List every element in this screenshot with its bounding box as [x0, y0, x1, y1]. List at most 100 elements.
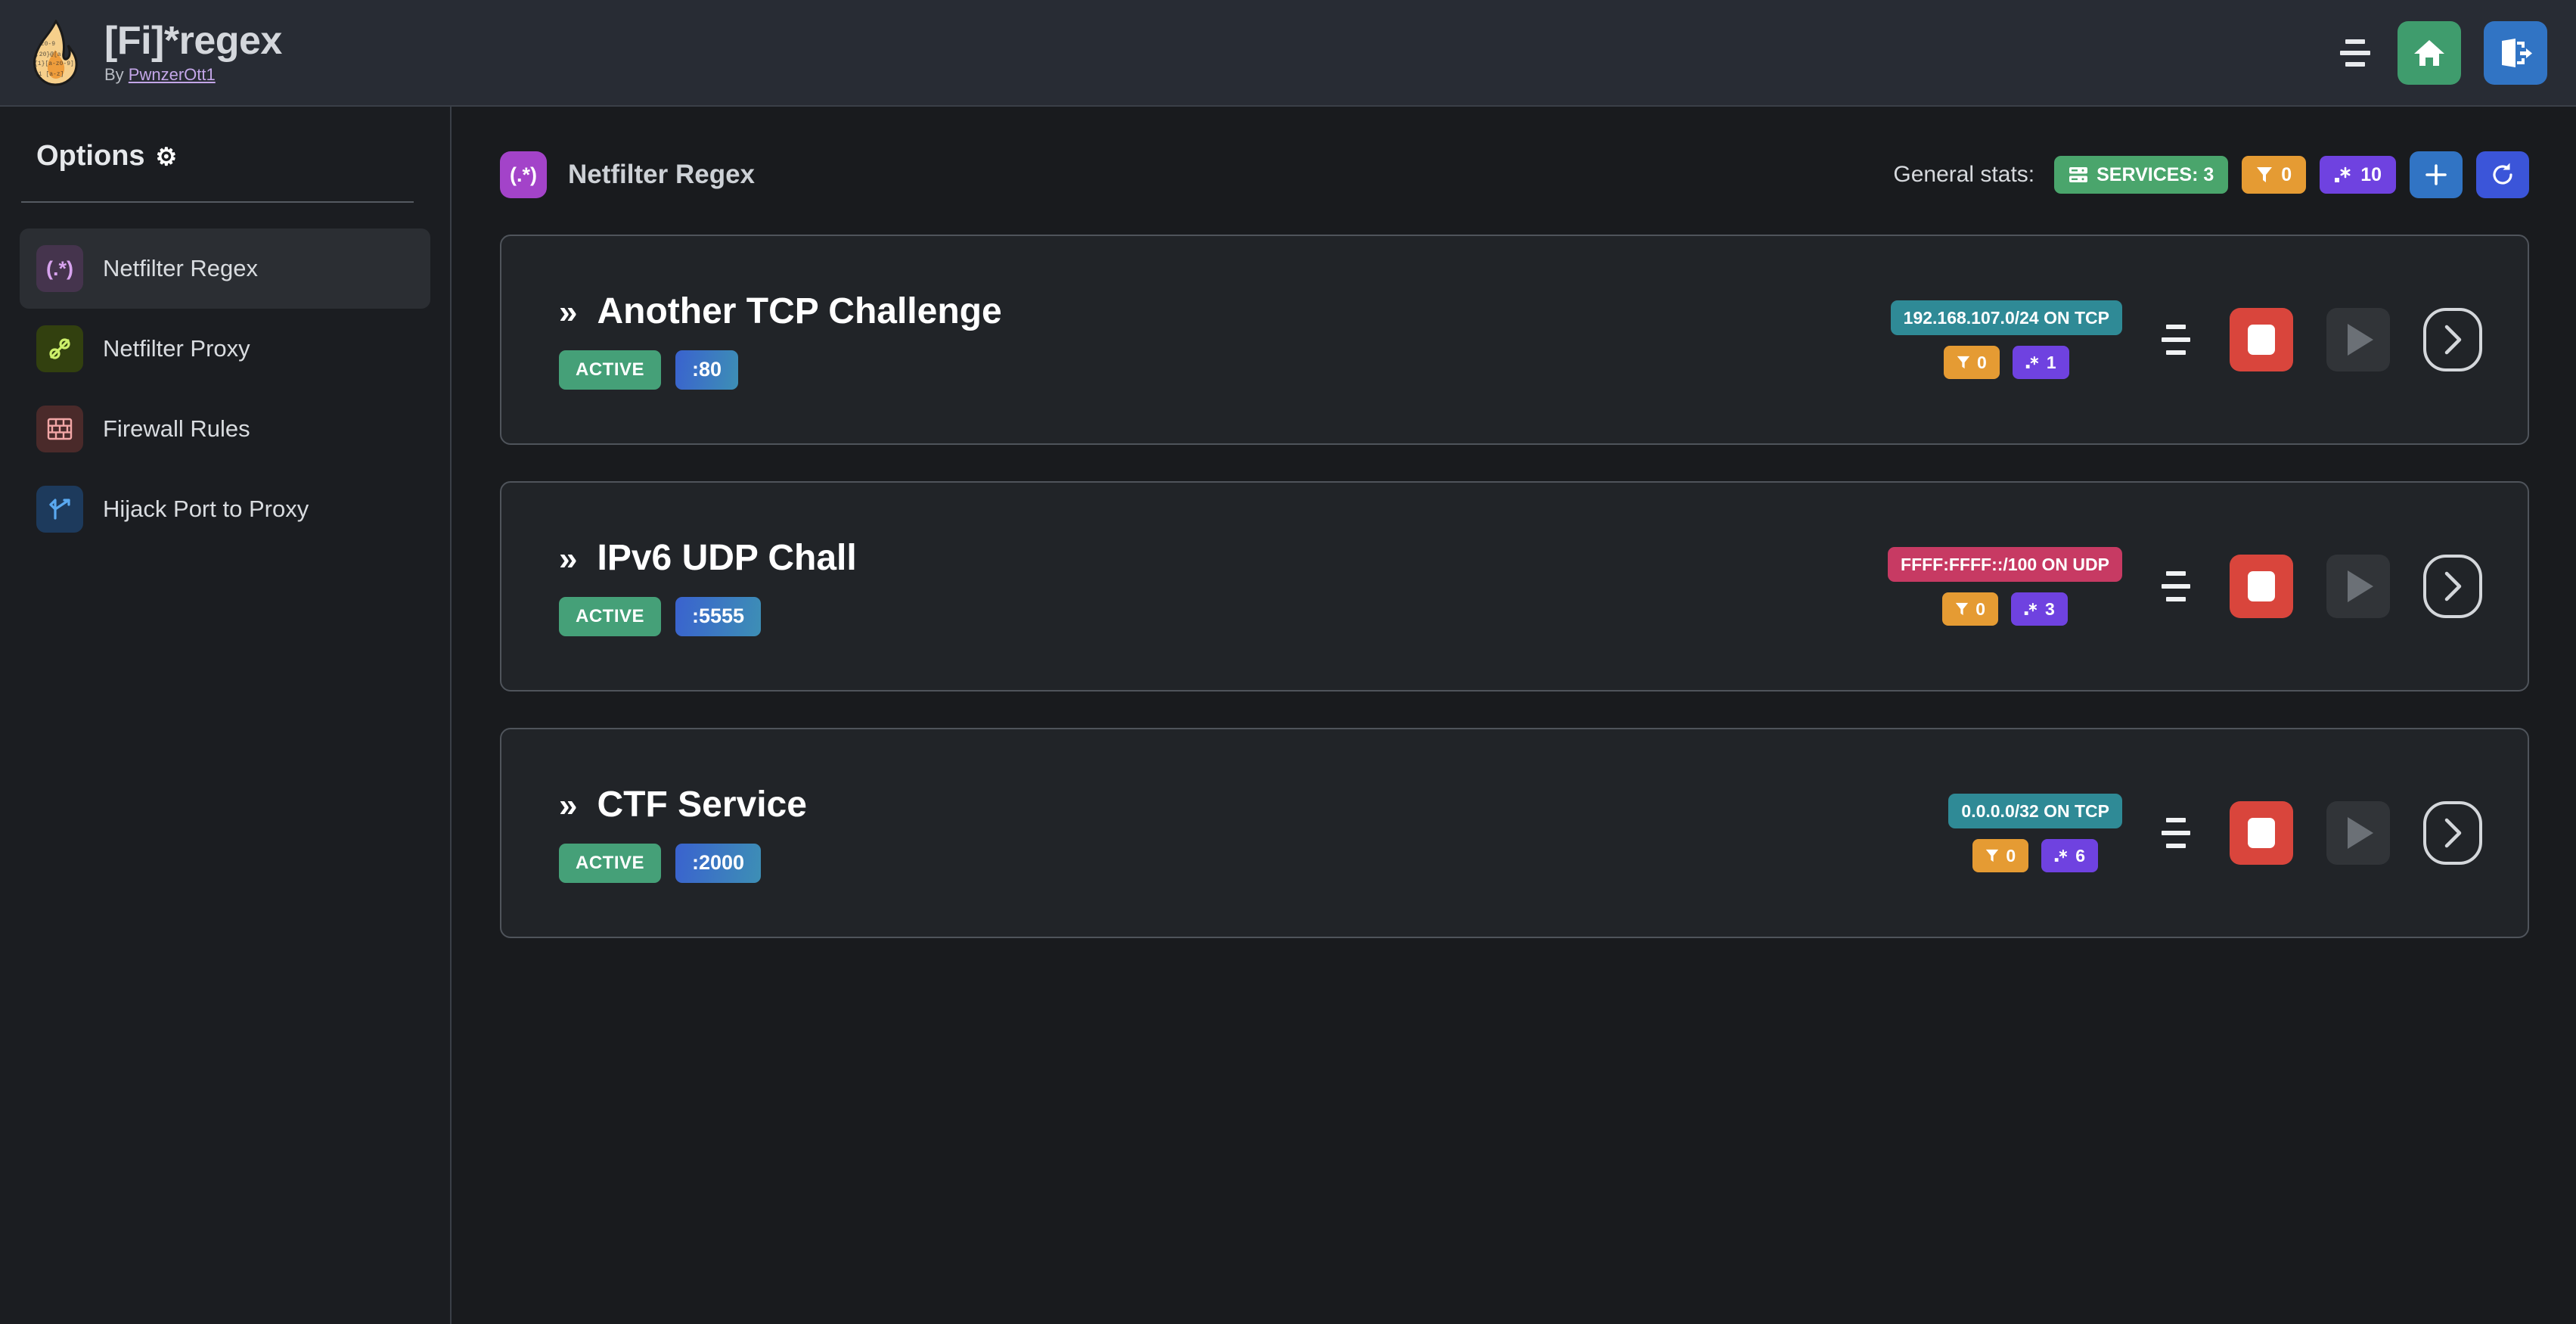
regexes-badge: 1 — [2012, 346, 2069, 379]
sidebar-item-label: Hijack Port to Proxy — [103, 496, 309, 522]
start-button[interactable] — [2326, 308, 2390, 371]
sidebar-item-netfilter-proxy[interactable]: Netfilter Proxy — [20, 309, 430, 389]
status-badge-active: ACTIVE — [559, 350, 662, 390]
refresh-icon — [2493, 163, 2512, 185]
page-title: Netfilter Regex — [568, 160, 756, 189]
service-info: » IPv6 UDP Chall ACTIVE :5555 — [559, 537, 857, 636]
service-name: IPv6 UDP Chall — [597, 537, 857, 578]
logout-button[interactable] — [2484, 20, 2547, 85]
port-badge: :80 — [675, 350, 739, 390]
filters-count: 0 — [1975, 598, 1985, 619]
stop-button[interactable] — [2230, 555, 2293, 618]
service-card[interactable]: » CTF Service ACTIVE :2000 0.0.0.0/32 ON… — [500, 728, 2529, 938]
service-list: » Another TCP Challenge ACTIVE :80 192.1… — [500, 235, 2529, 938]
service-network-info: FFFF:FFFF::/100 ON UDP 0 3 — [1888, 547, 2122, 626]
top-bar-actions — [2335, 20, 2547, 85]
stop-icon — [2248, 818, 2275, 848]
service-title: » IPv6 UDP Chall — [559, 537, 857, 579]
filters-badge: 0 — [1972, 839, 2029, 872]
author-link[interactable]: PwnzerOtt1 — [128, 65, 216, 85]
regexes-count: 1 — [2046, 352, 2056, 372]
sidebar: Options ⚙ (.*) Netfilter Regex Netfilter… — [0, 107, 452, 1324]
fork-arrow-icon — [36, 486, 83, 533]
service-card[interactable]: » Another TCP Challenge ACTIVE :80 192.1… — [500, 235, 2529, 445]
service-badges: ACTIVE :5555 — [559, 596, 857, 636]
stop-icon — [2248, 571, 2275, 601]
gear-icon: ⚙ — [155, 142, 178, 170]
service-title: » CTF Service — [559, 784, 807, 825]
filter-icon — [1957, 356, 1970, 369]
plug-icon — [36, 325, 83, 372]
stop-button[interactable] — [2230, 308, 2293, 371]
network-badge: 0.0.0.0/32 ON TCP — [1948, 794, 2122, 828]
regex-dot-star-icon — [2335, 166, 2351, 182]
service-menu-icon[interactable] — [2155, 319, 2196, 361]
service-details-button[interactable] — [2423, 801, 2482, 865]
filters-count-label: 0 — [2281, 163, 2292, 185]
svg-text:(1 [a-z]: (1 [a-z] — [35, 71, 64, 78]
service-actions: FFFF:FFFF::/100 ON UDP 0 3 — [1888, 547, 2482, 626]
refresh-button[interactable] — [2476, 151, 2529, 198]
filters-count: 0 — [2006, 845, 2016, 866]
sidebar-item-label: Firewall Rules — [103, 415, 250, 442]
service-actions: 192.168.107.0/24 ON TCP 0 1 — [1890, 300, 2482, 379]
server-icon — [2069, 167, 2088, 182]
regexes-count: 3 — [2045, 598, 2055, 619]
filter-icon — [1986, 849, 1999, 862]
by-prefix: By — [104, 65, 129, 85]
home-icon — [2414, 39, 2444, 66]
stop-icon — [2248, 325, 2275, 355]
start-button[interactable] — [2326, 555, 2390, 618]
service-badges: ACTIVE :80 — [559, 350, 1002, 390]
menu-lines-icon[interactable] — [2335, 38, 2375, 68]
service-details-button[interactable] — [2423, 555, 2482, 618]
service-info: » Another TCP Challenge ACTIVE :80 — [559, 291, 1002, 390]
chevron-right-icon — [2444, 571, 2462, 601]
service-menu-icon[interactable] — [2155, 565, 2196, 608]
home-button[interactable] — [2398, 20, 2461, 85]
sidebar-item-hijack-port-to-proxy[interactable]: Hijack Port to Proxy — [20, 469, 430, 549]
add-service-button[interactable] — [2410, 151, 2463, 198]
status-badge-regexes: 10 — [2320, 156, 2396, 194]
sidebar-item-label: Netfilter Proxy — [103, 335, 250, 362]
port-badge: :2000 — [675, 843, 762, 883]
general-stats: General stats: SERVICES: 3 0 — [1893, 151, 2529, 198]
regex-dot-star-icon — [2024, 602, 2038, 615]
play-icon — [2348, 817, 2373, 849]
service-info: » CTF Service ACTIVE :2000 — [559, 784, 807, 883]
sidebar-item-firewall-rules[interactable]: Firewall Rules — [20, 389, 430, 469]
service-actions: 0.0.0.0/32 ON TCP 0 6 — [1948, 794, 2482, 872]
play-icon — [2348, 570, 2373, 602]
service-title: » Another TCP Challenge — [559, 291, 1002, 332]
filters-badge: 0 — [1944, 346, 2000, 379]
stop-button[interactable] — [2230, 801, 2293, 865]
start-button[interactable] — [2326, 801, 2390, 865]
flame-logo: -z0-9 ,20}@[a {1}[a-z0-9] (1 [a-z] — [27, 18, 83, 86]
filter-icon — [2257, 167, 2273, 182]
regexes-count-label: 10 — [2360, 163, 2382, 185]
network-badge: 192.168.107.0/24 ON TCP — [1890, 300, 2122, 335]
service-badges: ACTIVE :2000 — [559, 843, 807, 883]
double-chevron-icon: » — [559, 293, 578, 331]
app-title: [Fi]*regex — [104, 18, 282, 63]
sidebar-item-label: Netfilter Regex — [103, 255, 259, 281]
service-counters: 0 1 — [1944, 346, 2069, 379]
regexes-badge: 6 — [2041, 839, 2098, 872]
sidebar-heading-label: Options — [36, 140, 145, 172]
top-bar: -z0-9 ,20}@[a {1}[a-z0-9] (1 [a-z] [Fi]*… — [0, 0, 2576, 107]
page-regex-icon: (.*) — [500, 151, 547, 198]
service-menu-icon[interactable] — [2155, 812, 2196, 854]
svg-text:{1}[a-z0-9]: {1}[a-z0-9] — [34, 61, 74, 67]
regexes-badge: 3 — [2011, 592, 2068, 626]
double-chevron-icon: » — [559, 786, 578, 824]
sidebar-item-netfilter-regex[interactable]: (.*) Netfilter Regex — [20, 228, 430, 309]
service-network-info: 0.0.0.0/32 ON TCP 0 6 — [1948, 794, 2122, 872]
sidebar-divider — [21, 201, 414, 203]
status-badge-services: SERVICES: 3 — [2054, 156, 2229, 194]
service-card[interactable]: » IPv6 UDP Chall ACTIVE :5555 FFFF:FFFF:… — [500, 481, 2529, 692]
service-details-button[interactable] — [2423, 308, 2482, 371]
sidebar-heading: Options ⚙ — [36, 140, 450, 172]
svg-text:-z0-9: -z0-9 — [37, 41, 55, 48]
chevron-right-icon — [2444, 818, 2462, 848]
author-line: By PwnzerOtt1 — [104, 65, 282, 85]
